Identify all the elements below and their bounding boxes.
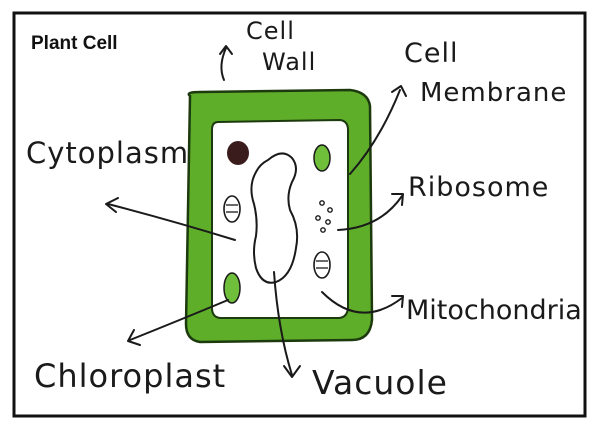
label-mitochondria: Mitochondria [406, 295, 582, 326]
label-ribosome: Ribosome [408, 172, 549, 203]
label-cell-wall-line1: Cell [246, 17, 295, 45]
mitochondrion-1 [224, 196, 240, 222]
label-cytoplasm: Cytoplasm [26, 136, 189, 170]
diagram-title: Plant Cell [31, 33, 118, 55]
label-cell-membrane-line2: Membrane [420, 78, 567, 108]
nucleus [227, 141, 249, 165]
mitochondrion-2 [314, 252, 330, 278]
chloroplast-2 [224, 273, 240, 303]
label-cell-wall-line2: Wall [262, 48, 316, 76]
label-vacuole: Vacuole [312, 363, 448, 402]
label-cell-membrane-line1: Cell [404, 38, 458, 69]
vacuole [251, 153, 297, 282]
chloroplast-1 [314, 145, 330, 171]
label-chloroplast: Chloroplast [34, 357, 226, 395]
